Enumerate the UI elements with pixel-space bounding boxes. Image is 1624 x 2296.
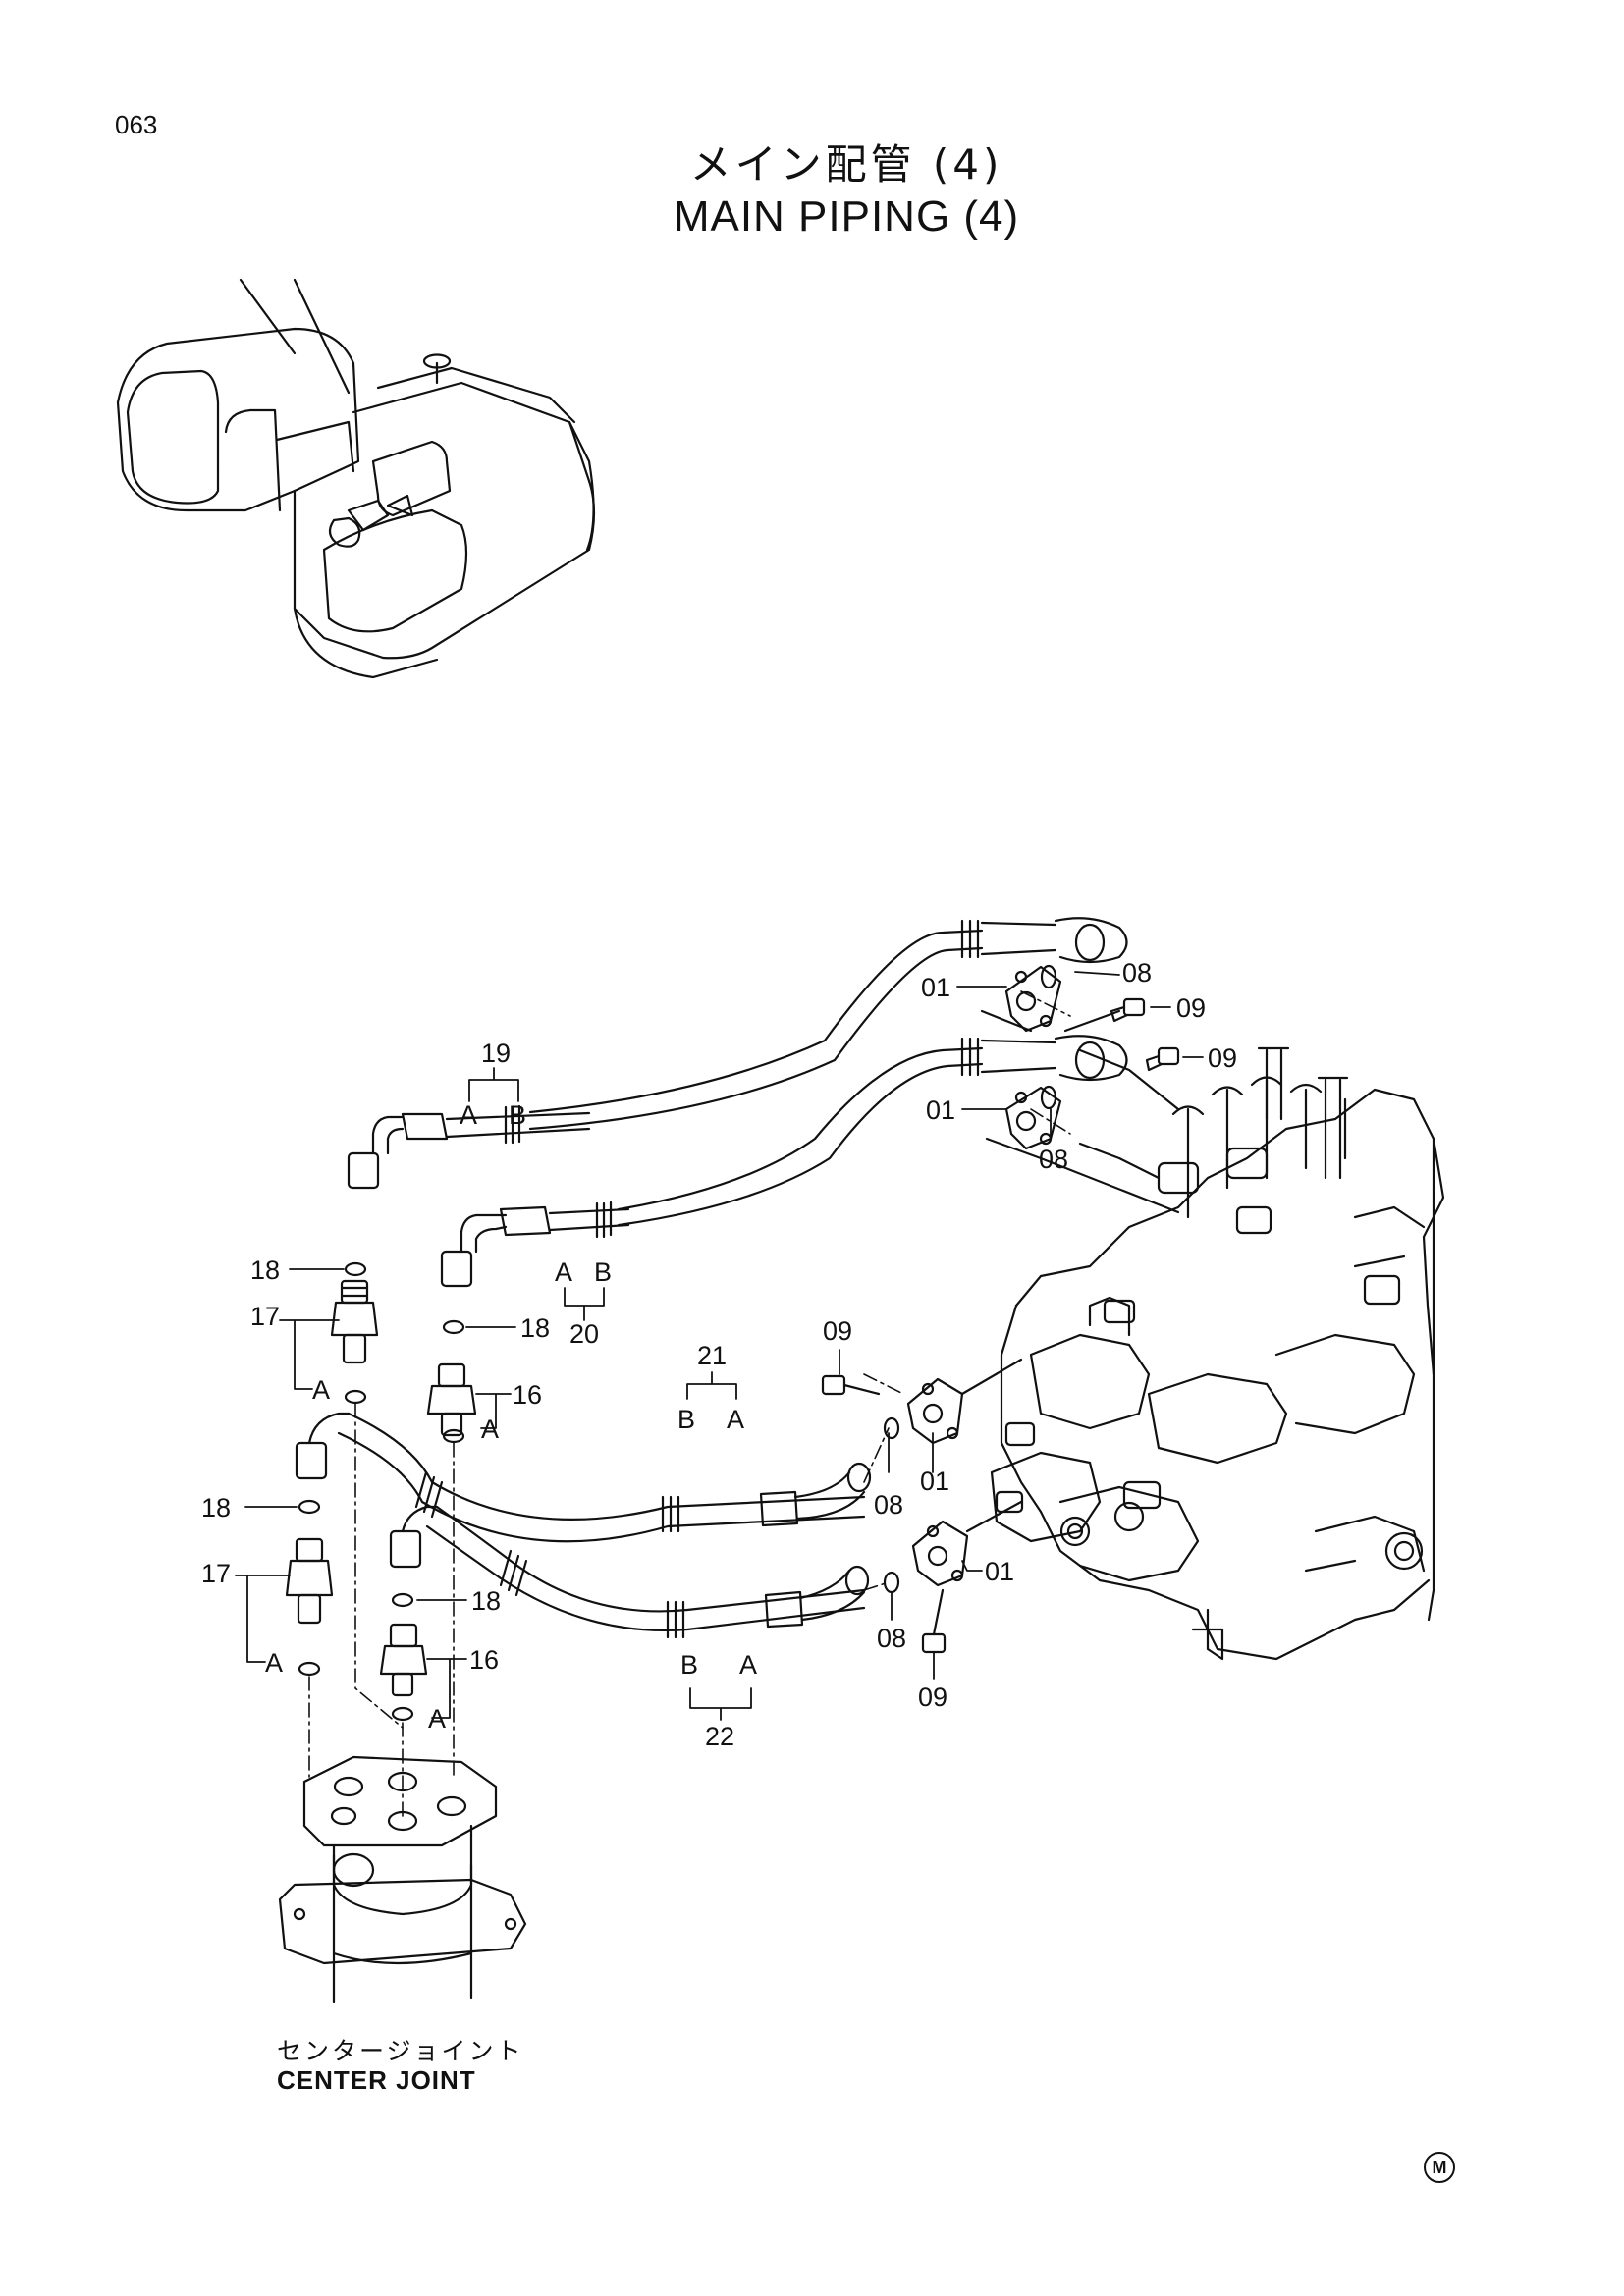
callout-20: 20	[569, 1319, 599, 1349]
callout-labels: 01 08 09 09 01 08 19 A B 18 17 A A B 20 …	[201, 958, 1237, 1751]
callout-16: 16	[469, 1645, 499, 1675]
m-mark: M	[1424, 2152, 1455, 2183]
assembly-guide-lines	[308, 990, 1071, 1817]
callout-01: 01	[921, 973, 950, 1002]
bolt-09-upper	[1078, 997, 1180, 1180]
callout-09: 09	[1176, 993, 1206, 1023]
callout-09: 09	[823, 1316, 852, 1346]
callout-19-b: B	[509, 1100, 526, 1130]
callout-21: 21	[697, 1341, 727, 1370]
page-title: MAIN PIPING (4)	[673, 192, 1020, 240]
page-title-japanese: メイン配管 (4)	[689, 140, 1003, 188]
fitting-16-upper	[426, 1319, 477, 1444]
callout-17: 17	[250, 1302, 280, 1331]
callout-08: 08	[877, 1624, 906, 1653]
callout-01: 01	[985, 1557, 1014, 1586]
hose-upper-19	[347, 917, 1128, 1190]
fitting-17-upper	[330, 1261, 379, 1405]
callout-18: 18	[471, 1586, 501, 1616]
callout-01: 01	[920, 1467, 949, 1496]
callout-08: 08	[874, 1490, 903, 1520]
callout-09: 09	[918, 1682, 947, 1712]
callout-16-a: A	[481, 1415, 499, 1444]
callout-18: 18	[520, 1313, 550, 1343]
excavator-locator-illustration	[116, 278, 596, 679]
callout-19-a: A	[460, 1100, 477, 1130]
flange-01-upper	[980, 964, 1180, 1111]
callout-leader-lines	[235, 971, 1204, 1721]
callout-21-b: B	[677, 1405, 695, 1434]
callout-20-b: B	[594, 1257, 612, 1287]
callout-22-b: B	[680, 1650, 698, 1680]
center-joint-label: CENTER JOINT	[277, 2065, 476, 2095]
callout-20-a: A	[555, 1257, 572, 1287]
callout-21-a: A	[727, 1405, 744, 1434]
page-number: 063	[115, 110, 158, 139]
callout-01: 01	[926, 1095, 955, 1125]
callout-16: 16	[513, 1380, 542, 1410]
callout-18: 18	[250, 1255, 280, 1285]
flange-01-middle	[821, 1358, 1023, 1445]
fitting-17-lower	[285, 1499, 334, 1677]
callout-17-a: A	[265, 1648, 283, 1678]
hose-upper-20	[440, 1035, 1128, 1288]
fitting-16-lower	[379, 1592, 428, 1722]
control-valve-assembly	[990, 1046, 1445, 1661]
callout-17-a: A	[312, 1375, 330, 1405]
callout-22-a: A	[739, 1650, 757, 1680]
hose-lower-22	[389, 1505, 870, 1639]
callout-18: 18	[201, 1493, 231, 1522]
callout-09: 09	[1208, 1043, 1237, 1073]
callout-08: 08	[1039, 1145, 1068, 1174]
callout-17: 17	[201, 1559, 231, 1588]
hose-lower-21	[295, 1412, 872, 1543]
center-joint-label-japanese: センタージョイント	[277, 2037, 524, 2065]
flange-01-upper-2	[985, 1085, 1180, 1214]
callout-16-a: A	[428, 1704, 446, 1734]
callout-08: 08	[1122, 958, 1152, 988]
callout-19: 19	[481, 1039, 511, 1068]
callout-22: 22	[705, 1722, 734, 1751]
center-joint-assembly	[278, 1755, 527, 2004]
